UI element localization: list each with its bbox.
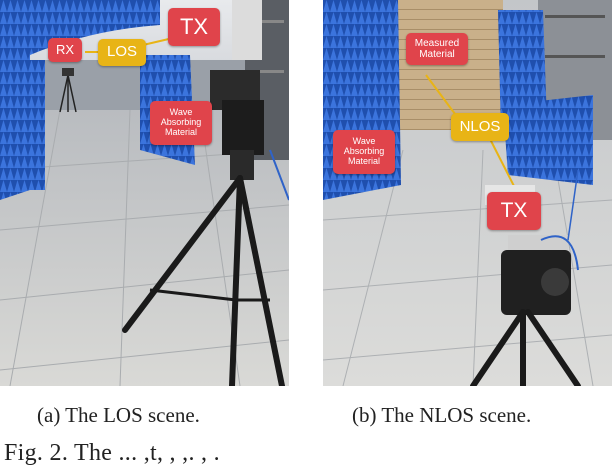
los-scene-photo: RX LOS TX Wave Absorbing Material	[0, 0, 289, 386]
wave-absorbing-label-b: Wave Absorbing Material	[333, 130, 395, 174]
caption-nlos: (b) The NLOS scene.	[352, 403, 532, 427]
figure-caption-fragment: Fig. 2. The ... ,t, , ,. , .	[4, 440, 220, 466]
caption-los: (a) The LOS scene.	[37, 403, 200, 427]
measured-material-label: Measured Material	[406, 33, 468, 65]
nlos-scene-photo: Measured Material NLOS Wave Absorbing Ma…	[323, 0, 612, 386]
los-scene-image	[0, 0, 289, 386]
los-label: LOS	[98, 39, 146, 66]
tx-label-b: TX	[487, 192, 541, 230]
tx-label: TX	[168, 8, 220, 46]
rx-label: RX	[48, 38, 82, 62]
wave-absorbing-label: Wave Absorbing Material	[150, 101, 212, 145]
nlos-label: NLOS	[451, 113, 509, 141]
